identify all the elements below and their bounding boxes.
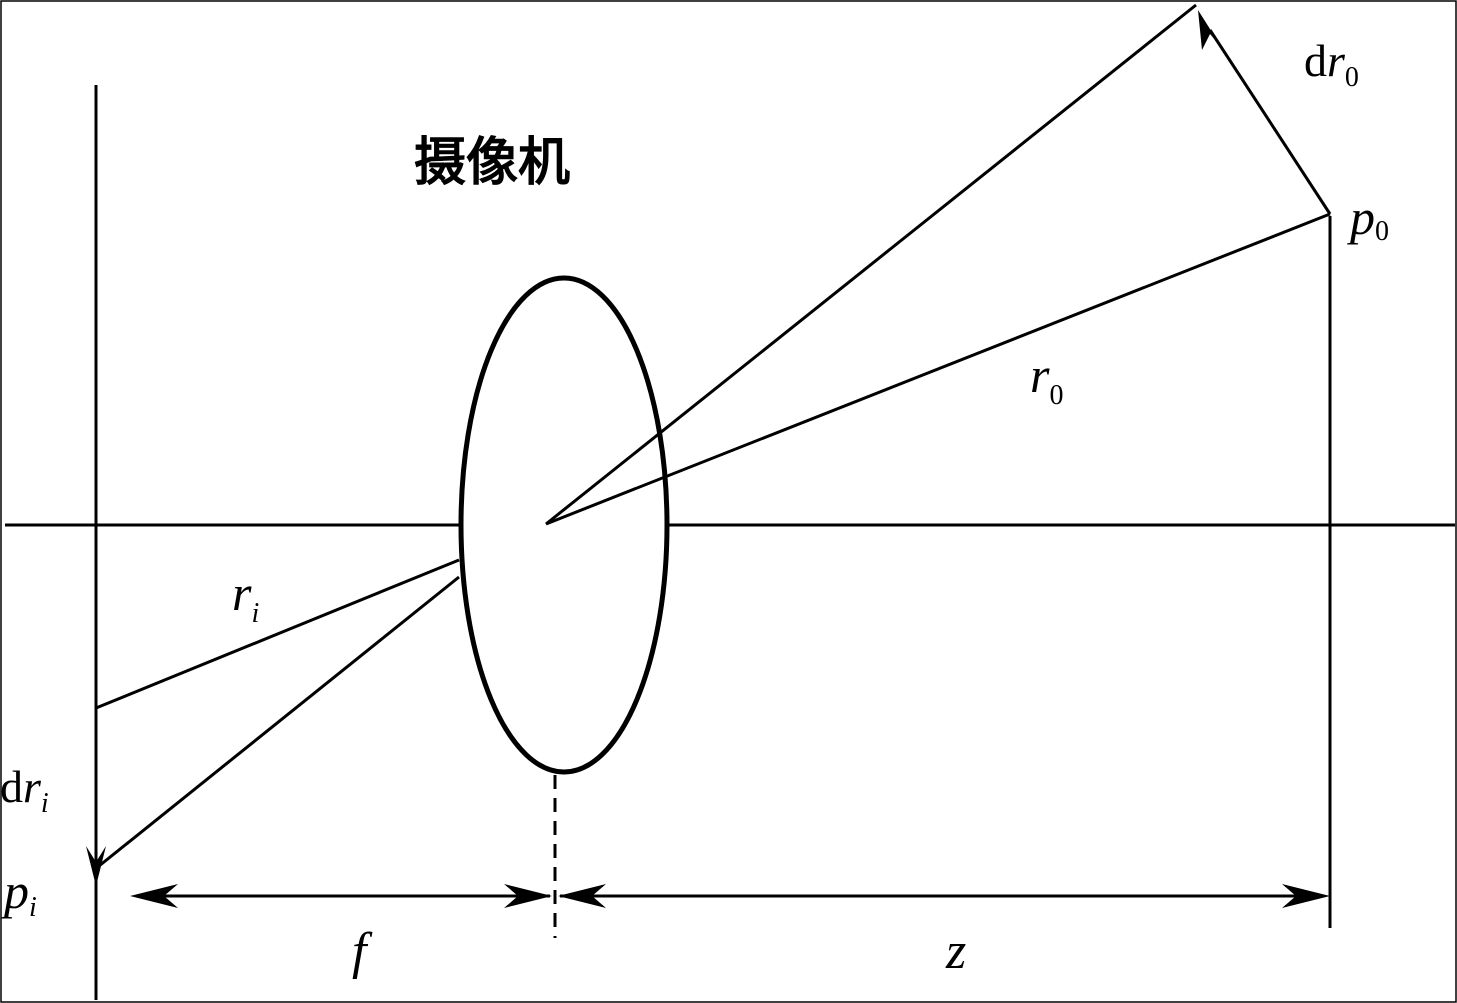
ray-r0 <box>545 212 1331 526</box>
z-label: z <box>945 923 966 980</box>
dri-label: dri <box>0 761 49 819</box>
dr0-arrowhead <box>1198 10 1222 50</box>
pi-label: pi <box>1 863 37 923</box>
z-arrow-right <box>1282 884 1330 908</box>
dri-arrowhead <box>86 846 106 886</box>
z-arrow-left <box>558 884 606 908</box>
ray-ri <box>95 558 460 710</box>
camera-title: 摄像机 <box>414 133 570 193</box>
ri-label: ri <box>232 565 259 629</box>
r0-label: r0 <box>1030 347 1063 411</box>
lens <box>458 275 670 775</box>
f-arrow-right <box>504 884 552 908</box>
dr0-label: dr0 <box>1304 35 1359 93</box>
ray-to-pi <box>98 575 460 868</box>
f-label: f <box>352 923 373 980</box>
ray-to-dr0-tip <box>545 3 1197 526</box>
p0-label: p0 <box>1347 189 1389 247</box>
dr0-arrow-shaft <box>1208 29 1332 215</box>
f-arrow-left <box>130 884 178 908</box>
